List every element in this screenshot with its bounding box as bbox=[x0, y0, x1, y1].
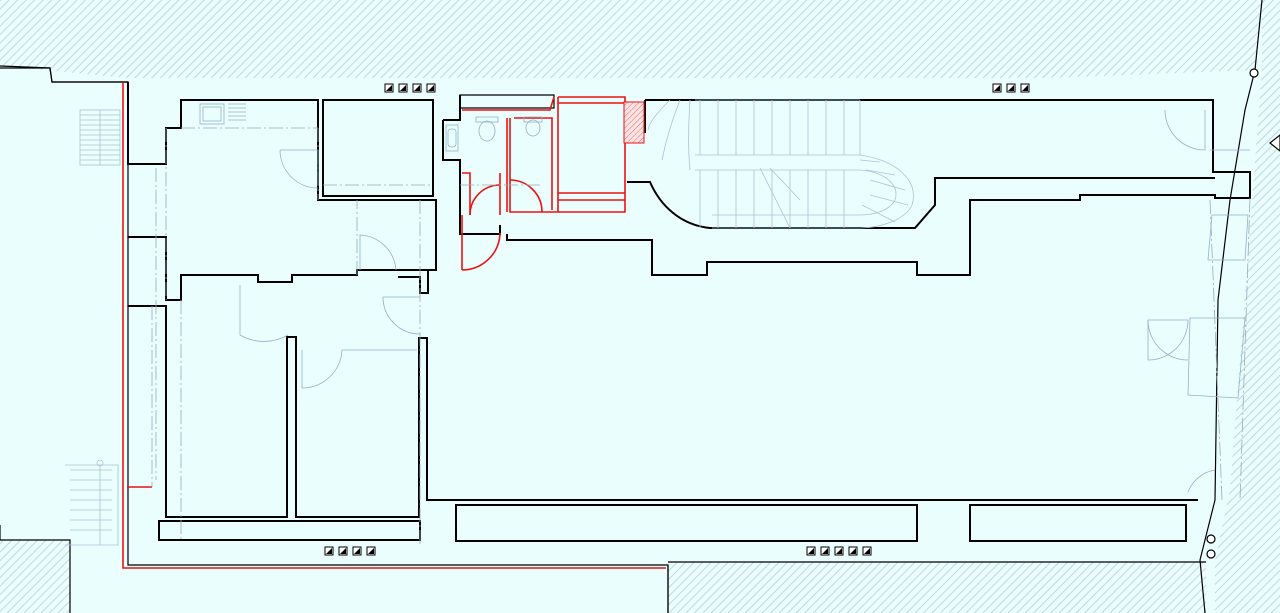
vent-block-icon bbox=[862, 546, 872, 556]
vent-group-bottom-right bbox=[806, 546, 872, 556]
vent-block-icon bbox=[806, 546, 816, 556]
vent-group-bottom-left bbox=[324, 546, 376, 556]
entrance-triangle-icon bbox=[1269, 134, 1280, 152]
vent-block-icon bbox=[834, 546, 844, 556]
neighbour-bottom-right bbox=[667, 561, 1206, 613]
vent-block-icon bbox=[324, 546, 334, 556]
new-facade-wall bbox=[122, 82, 666, 569]
vent-group-top-right bbox=[992, 83, 1030, 93]
sink-icon bbox=[445, 124, 459, 152]
staircase-icon bbox=[647, 99, 914, 229]
vent-block-icon bbox=[398, 83, 408, 93]
new-bathroom-walls bbox=[461, 96, 645, 271]
vent-group-top-left bbox=[384, 83, 436, 93]
vent-block-icon bbox=[338, 546, 348, 556]
vent-block-icon bbox=[848, 546, 858, 556]
neighbour-bottom-left bbox=[0, 525, 71, 613]
downpipe-icon bbox=[1249, 68, 1259, 78]
kitchen-sink-icon bbox=[199, 103, 246, 125]
external-stair-bottom-left bbox=[65, 459, 119, 546]
axis-lines bbox=[151, 127, 1251, 545]
neighbour-top bbox=[0, 0, 1262, 83]
neighbour-right bbox=[1215, 0, 1280, 613]
vent-block-icon bbox=[820, 546, 830, 556]
toilet-icon bbox=[475, 116, 499, 142]
vent-block-icon bbox=[426, 83, 436, 93]
vent-block-icon bbox=[352, 546, 362, 556]
external-stair-top-left bbox=[79, 109, 121, 166]
vent-block-icon bbox=[992, 83, 1002, 93]
vent-block-icon bbox=[1006, 83, 1016, 93]
downpipe-icon bbox=[1206, 534, 1216, 544]
vent-block-icon bbox=[366, 546, 376, 556]
vent-block-icon bbox=[1020, 83, 1030, 93]
vent-block-icon bbox=[412, 83, 422, 93]
door-swings bbox=[239, 109, 1250, 493]
toilet-icon bbox=[523, 116, 543, 137]
downpipe-icon bbox=[1206, 549, 1216, 559]
vent-block-icon bbox=[384, 83, 394, 93]
